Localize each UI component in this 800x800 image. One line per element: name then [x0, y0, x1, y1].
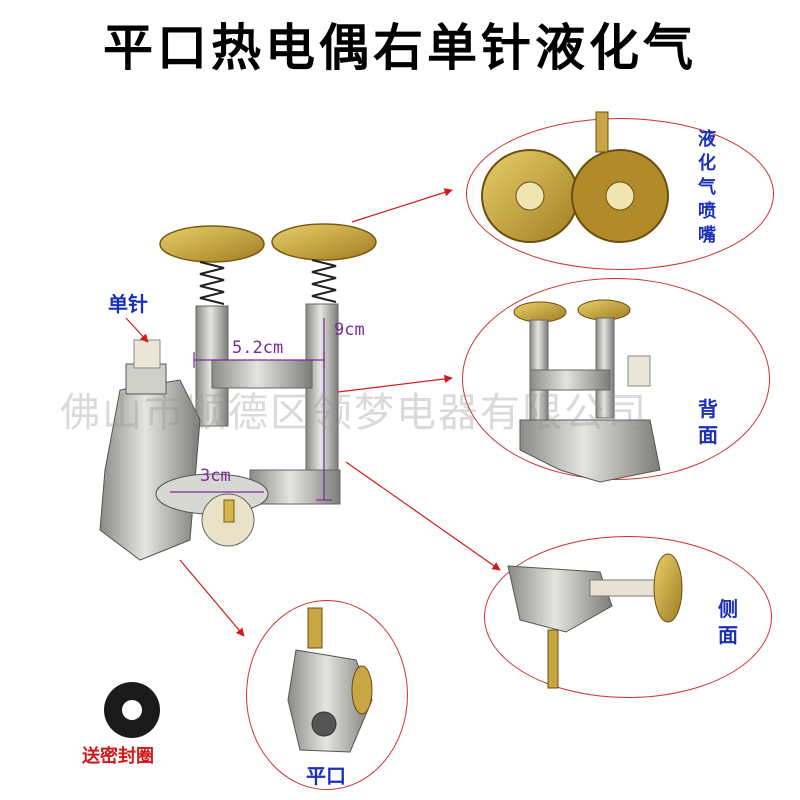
label-back: 背面	[698, 397, 718, 447]
label-single-needle: 单针	[108, 292, 148, 316]
label-lpg-nozzle: 液化气喷嘴	[698, 129, 716, 246]
arrow-to-back	[337, 374, 453, 393]
label-flat: 平口	[306, 764, 346, 788]
arrow-to-flat	[179, 559, 245, 637]
dimension-height: 9cm	[334, 320, 365, 340]
label-seal-ring: 送密封圈	[82, 746, 154, 767]
watermark: 佛山市顺德区领梦电器有限公司	[60, 390, 648, 436]
dimension-outlet: 3cm	[200, 466, 231, 486]
arrow-to-side	[345, 461, 501, 571]
nozzle-detail-image	[481, 111, 669, 243]
arrow-to-nozzle	[351, 188, 453, 223]
label-side: 侧面	[718, 597, 738, 647]
dimension-width: 5.2cm	[232, 338, 284, 358]
main-valve-image	[99, 223, 377, 561]
arrow-to-single-needle	[125, 317, 149, 343]
back-detail-image	[513, 299, 661, 483]
page-title: 平口热电偶右单针液化气	[103, 19, 697, 77]
side-detail-image	[507, 553, 683, 689]
seal-ring-image	[104, 682, 160, 738]
flat-detail-image	[287, 607, 373, 753]
dimension-lines	[170, 318, 332, 501]
